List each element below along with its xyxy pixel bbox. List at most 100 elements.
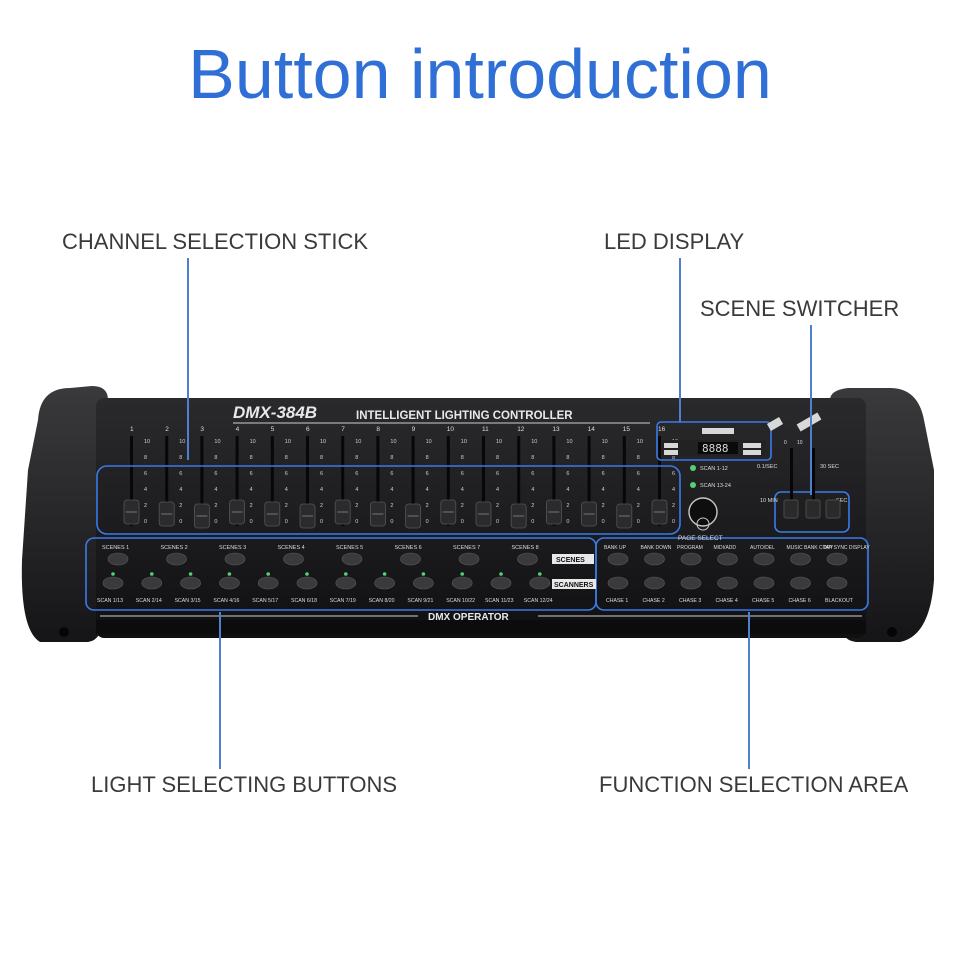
scan-button[interactable] bbox=[374, 576, 395, 590]
chase-label: CHASE 2 bbox=[643, 598, 665, 604]
chase-label: CHASE 1 bbox=[606, 598, 628, 604]
scan-led bbox=[227, 572, 232, 576]
function-button[interactable] bbox=[644, 552, 665, 566]
scene-button[interactable] bbox=[400, 552, 421, 566]
scale-label: 4 bbox=[566, 487, 569, 493]
scan-led bbox=[344, 572, 348, 576]
scan-button[interactable] bbox=[102, 576, 124, 590]
chase-button[interactable] bbox=[607, 576, 629, 590]
chase-label: CHASE 5 bbox=[752, 598, 774, 604]
scale-label: 8 bbox=[461, 455, 464, 461]
fader-track bbox=[165, 436, 169, 526]
scale-label: 8 bbox=[531, 455, 534, 461]
chase-button[interactable] bbox=[680, 576, 702, 590]
scene-button[interactable] bbox=[283, 552, 304, 566]
function-button[interactable] bbox=[753, 552, 775, 566]
channel-lead-line bbox=[187, 258, 189, 460]
scale-label: 2 bbox=[144, 503, 147, 509]
scan-button[interactable] bbox=[257, 576, 279, 590]
chase-button[interactable] bbox=[790, 576, 811, 590]
scan-label: SCAN 7/19 bbox=[330, 598, 356, 604]
function-area-label: FUNCTION SELECTION AREA bbox=[599, 772, 909, 797]
function-button[interactable] bbox=[826, 552, 848, 566]
scale-label: 4 bbox=[637, 487, 640, 493]
scan-button[interactable] bbox=[490, 576, 512, 590]
scale-label: 2 bbox=[179, 503, 182, 509]
fader-number: 15 bbox=[623, 426, 631, 433]
scan-button[interactable] bbox=[296, 576, 318, 590]
scale-label: 10 bbox=[496, 439, 502, 445]
scan-button[interactable] bbox=[529, 576, 551, 590]
chase-button[interactable] bbox=[826, 576, 848, 590]
scale-label: 0 bbox=[496, 519, 499, 525]
fader-track bbox=[587, 436, 591, 526]
fader-track bbox=[235, 436, 239, 526]
scale-label: 0 bbox=[531, 519, 534, 525]
chase-button[interactable] bbox=[717, 576, 738, 590]
scale-label: 6 bbox=[179, 471, 182, 477]
scale-label: 4 bbox=[461, 487, 464, 493]
scale-label: 6 bbox=[285, 471, 288, 477]
scene-label: SCENES 6 bbox=[395, 545, 422, 551]
scan-button[interactable] bbox=[335, 576, 357, 590]
fader-track bbox=[341, 436, 345, 526]
led-display: 8888 bbox=[662, 428, 766, 456]
scale-label: 0 bbox=[320, 519, 323, 525]
scale-label: 8 bbox=[250, 455, 253, 461]
scan-label: SCAN 3/15 bbox=[175, 598, 201, 604]
function-label: BANK DOWN bbox=[641, 545, 672, 551]
scene-button[interactable] bbox=[166, 552, 187, 566]
scan-label: SCAN 2/14 bbox=[136, 598, 162, 604]
scan-button[interactable] bbox=[141, 576, 163, 590]
scene-button[interactable] bbox=[458, 552, 480, 566]
scan-button[interactable] bbox=[413, 576, 434, 590]
scene-button[interactable] bbox=[107, 552, 129, 566]
chase-button[interactable] bbox=[753, 576, 775, 590]
scale-label: 0 bbox=[566, 519, 569, 525]
led-digits: 8888 bbox=[702, 442, 729, 455]
scale-label: 2 bbox=[496, 503, 499, 509]
function-button[interactable] bbox=[717, 552, 738, 566]
chase-button[interactable] bbox=[644, 576, 665, 590]
fader-number: 9 bbox=[412, 426, 416, 433]
scale-label: 4 bbox=[285, 487, 288, 493]
scene-button[interactable] bbox=[341, 552, 363, 566]
led-display-label: LED DISPLAY bbox=[604, 229, 745, 254]
function-button[interactable] bbox=[680, 552, 702, 566]
scene-switcher-area: 0.1/SEC 30 SEC 10 MIN SEC 0 10 bbox=[757, 412, 847, 519]
scene-label: SCENES 1 bbox=[102, 545, 129, 551]
scene-switcher-lead-line bbox=[810, 325, 812, 495]
chase-label: BLACKOUT bbox=[825, 598, 854, 604]
scan-button[interactable] bbox=[219, 576, 240, 590]
scale-label: 0 bbox=[250, 519, 253, 525]
scale-label: 6 bbox=[426, 471, 429, 477]
scale-label: 0 bbox=[390, 519, 393, 525]
scale-label: 2 bbox=[426, 503, 429, 509]
scene-label: SCENES 7 bbox=[453, 545, 480, 551]
scene-button[interactable] bbox=[224, 552, 246, 566]
scale-label: 10 bbox=[214, 439, 220, 445]
device-subtitle: INTELLIGENT LIGHTING CONTROLLER bbox=[356, 410, 573, 422]
scale-label: 8 bbox=[390, 455, 393, 461]
scan-led bbox=[305, 572, 309, 576]
function-button[interactable] bbox=[790, 552, 811, 566]
chase-label: CHASE 3 bbox=[679, 598, 701, 604]
function-button[interactable] bbox=[607, 552, 629, 566]
sec-30-label: 30 SEC bbox=[820, 464, 839, 470]
scale-label: 0 bbox=[285, 519, 288, 525]
scan-button[interactable] bbox=[180, 576, 201, 590]
led-highlight bbox=[656, 421, 772, 461]
channel-faders: 1108642021086420310864204108642051086420… bbox=[123, 426, 678, 529]
scan-13-24-label: SCAN 13-24 bbox=[700, 483, 731, 489]
scale-label: 6 bbox=[250, 471, 253, 477]
scan-button[interactable] bbox=[451, 576, 473, 590]
fader-highlight bbox=[96, 465, 681, 535]
scene-label: SCENES 3 bbox=[219, 545, 246, 551]
fader-number: 2 bbox=[165, 426, 169, 433]
scene-button[interactable] bbox=[517, 552, 538, 566]
scene-label: SCENES 5 bbox=[336, 545, 363, 551]
scale-label: 0 bbox=[426, 519, 429, 525]
scale-label: 4 bbox=[144, 487, 147, 493]
